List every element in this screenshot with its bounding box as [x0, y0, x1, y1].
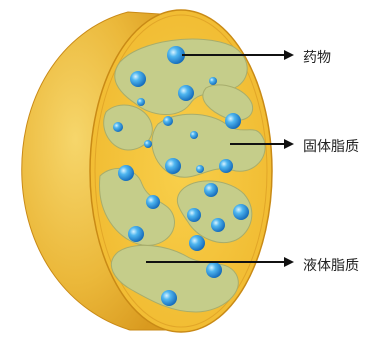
drug-dot: [233, 204, 249, 220]
label-liquid-lipid: 液体脂质: [303, 255, 359, 275]
drug-dot: [206, 262, 222, 278]
drug-dot: [165, 158, 181, 174]
drug-dot: [196, 165, 204, 173]
label-solid-lipid: 固体脂质: [303, 136, 359, 156]
drug-dot: [211, 218, 225, 232]
drug-dot: [209, 77, 217, 85]
drug-dot: [219, 159, 233, 173]
drug-dot: [146, 195, 160, 209]
drug-dot: [144, 140, 152, 148]
drug-dot: [130, 71, 146, 87]
arrow-drug-head: [284, 50, 294, 60]
drug-dot: [137, 98, 145, 106]
drug-dot: [187, 208, 201, 222]
drug-dot: [118, 165, 134, 181]
drug-dot: [128, 226, 144, 242]
arrow-solid-head: [284, 139, 294, 149]
drug-dot: [113, 122, 123, 132]
drug-dot: [163, 116, 173, 126]
drug-dot: [225, 113, 241, 129]
arrow-liquid-head: [284, 257, 294, 267]
label-drug: 药物: [303, 47, 331, 67]
drug-dot: [189, 235, 205, 251]
drug-dot: [204, 183, 218, 197]
drug-dot: [161, 290, 177, 306]
drug-dot: [178, 85, 194, 101]
drug-dot: [190, 131, 198, 139]
